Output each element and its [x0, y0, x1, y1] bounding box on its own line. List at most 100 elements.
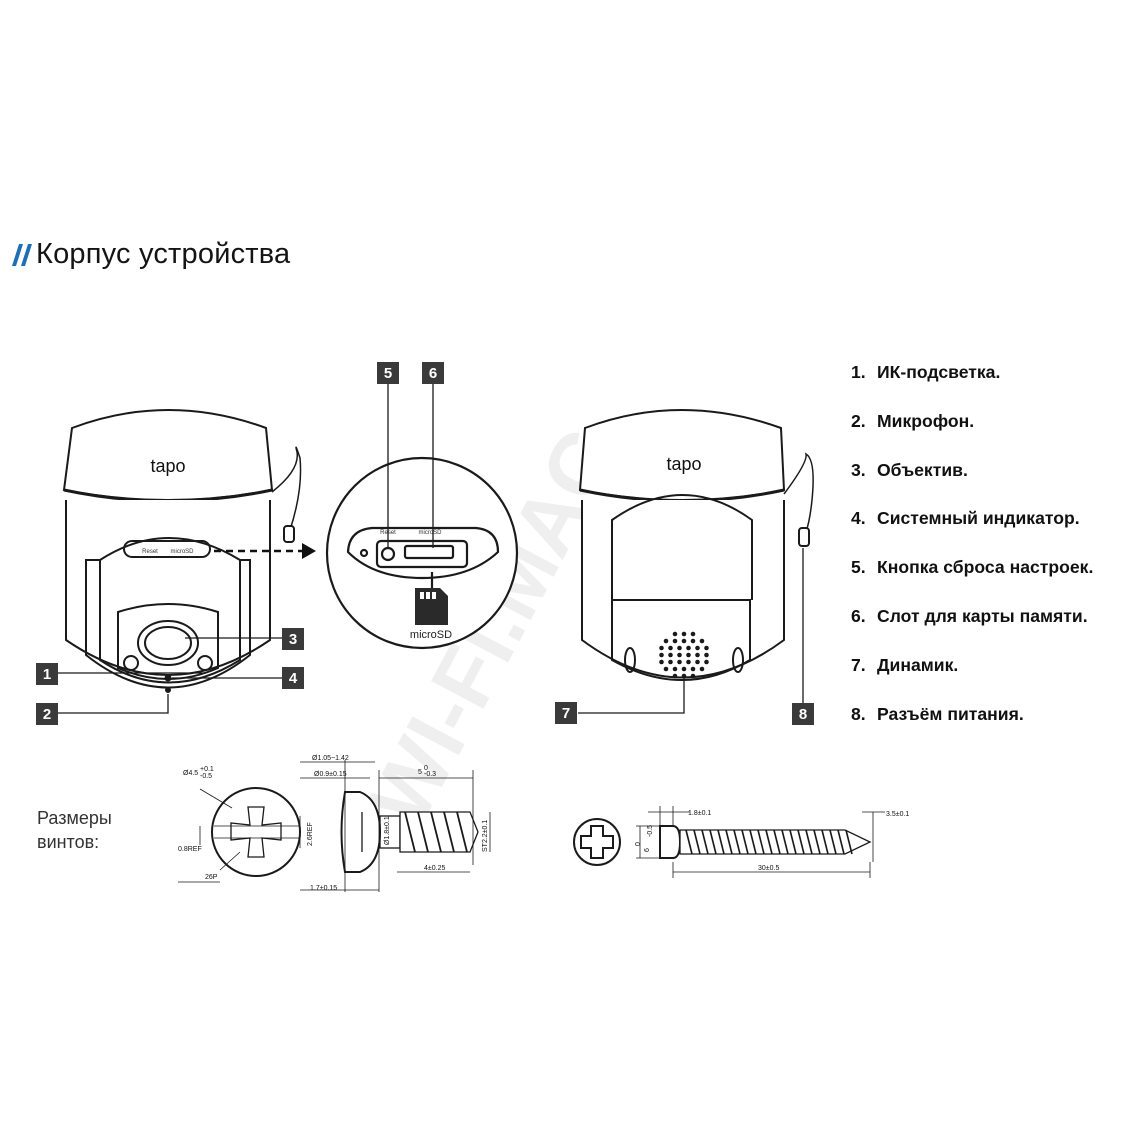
legend-item-mic: 2.Микрофон.: [851, 410, 975, 431]
thread-line: [829, 829, 837, 855]
dim-shank-d: Ø1.8±0.1: [384, 816, 391, 845]
page-title-text: Корпус устройства: [36, 238, 291, 270]
legend-item-power: 8.Разъём питания.: [851, 703, 1024, 724]
speaker-hole: [677, 652, 682, 658]
legend-item-reset: 5.Кнопка сброса настроек.: [851, 557, 1094, 578]
svg-text:3: 3: [289, 631, 297, 648]
back-logo: tapo: [666, 454, 701, 474]
screw-sizes-label: Размеры винтов:: [37, 808, 112, 852]
speaker-hole: [663, 638, 669, 644]
speaker-hole: [695, 659, 700, 665]
legend-item-sd-slot: 6.Слот для карты памяти.: [851, 605, 1088, 626]
thread-line: [837, 829, 845, 855]
zoom-arrow-head: [302, 543, 316, 559]
title-slash-icon: [12, 243, 32, 266]
speaker-hole: [659, 659, 664, 665]
svg-text:4: 4: [289, 670, 298, 687]
callout-box-1: 1: [36, 663, 58, 685]
legend-item-led: 4.Системный индикатор.: [851, 508, 1080, 529]
thread-line: [717, 829, 725, 855]
speaker-hole: [699, 666, 705, 672]
speaker-hole: [659, 645, 664, 651]
thread-line: [821, 829, 829, 855]
page-title: Корпус устройства: [12, 238, 290, 271]
legend-item-speaker: 7.Динамик.: [851, 654, 959, 675]
thread-line: [781, 829, 789, 855]
speaker-hole: [672, 631, 678, 637]
callout-box-7: 7: [555, 702, 577, 724]
legend-item-lens: 3.Объектив.: [851, 459, 968, 480]
svg-text:5: 5: [384, 365, 392, 382]
slot-zoom-view: [325, 456, 519, 650]
dim-cross-height: 2.6REF: [307, 822, 314, 846]
speaker-hole: [695, 652, 700, 658]
thread-line: [845, 829, 853, 855]
front-slot-sd-label: microSD: [170, 549, 194, 555]
speaker-hole: [668, 659, 673, 665]
legend-list: 1.ИК-подсветка. 2.Микрофон. 3.Объектив. …: [851, 362, 1093, 752]
thread-line: [741, 829, 749, 855]
callout-box-6: 6: [422, 362, 444, 384]
svg-text:6: 6: [429, 365, 437, 382]
svg-text:7: 7: [562, 705, 570, 722]
callout-box-2: 2: [36, 703, 58, 725]
dim-slot-width: 0.8REF: [178, 846, 202, 853]
front-camera: [62, 409, 302, 693]
zoom-sd-label: microSD: [418, 530, 442, 536]
thread-line: [765, 829, 773, 855]
front-logo: tapo: [150, 456, 185, 476]
speaker-hole: [668, 652, 673, 658]
dim-head-height: 1.7±0.15: [310, 885, 337, 892]
dim-thread-d: ST2.2±0.1: [482, 820, 489, 852]
speaker-hole: [690, 673, 696, 679]
speaker-hole: [690, 638, 696, 644]
callout-box-8: 8: [792, 703, 814, 725]
speaker-grille: [659, 631, 709, 679]
dim-thread-pitch-len: 4±0.25: [424, 865, 445, 872]
svg-text:2: 2: [43, 706, 51, 723]
speaker-hole: [681, 631, 687, 637]
speaker-hole: [681, 666, 687, 672]
dim-large-thread-d: 3.5±0.1: [886, 811, 909, 818]
speaker-hole: [672, 673, 678, 679]
small-screw-side-view: [300, 760, 491, 892]
speaker-hole: [699, 638, 705, 644]
speaker-hole: [681, 638, 687, 644]
thread-line: [797, 829, 805, 855]
thread-line: [693, 829, 701, 855]
svg-text:8: 8: [799, 706, 807, 723]
thread-line: [733, 829, 741, 855]
dim-thread-len: 5: [418, 769, 422, 776]
speaker-hole: [704, 645, 709, 651]
thread-line: [725, 829, 733, 855]
svg-text:1: 1: [43, 666, 51, 683]
front-slot-label: Reset: [142, 549, 158, 555]
speaker-hole: [672, 638, 678, 644]
speaker-hole: [681, 673, 687, 679]
speaker-hole: [686, 652, 691, 658]
large-screw-side-view: [636, 806, 885, 878]
callout-box-4: 4: [282, 667, 304, 689]
back-camera: [578, 409, 814, 681]
speaker-hole: [659, 652, 664, 658]
speaker-hole: [672, 666, 678, 672]
callout-box-3: 3: [282, 628, 304, 650]
large-screw-head-view: [573, 818, 621, 866]
thread-line: [789, 829, 797, 855]
speaker-hole: [677, 659, 682, 665]
speaker-hole: [686, 659, 691, 665]
dim-thread-tol-bottom: -0.3: [424, 771, 436, 778]
legend-item-ir: 1.ИК-подсветка.: [851, 362, 1001, 382]
speaker-hole: [695, 645, 700, 651]
dim-total-len: Ø1.05~1.42: [312, 755, 349, 762]
dim-neck-d: Ø0.9±0.15: [314, 771, 347, 778]
dim-large-head-tol-top: 0: [635, 842, 642, 846]
thread-line: [757, 829, 765, 855]
dim-head-d-tol-bottom: -0.5: [200, 773, 212, 780]
dim-large-head-tol-bottom: -0.5: [647, 825, 654, 837]
speaker-hole: [677, 645, 682, 651]
dim-angle: 26P: [205, 874, 218, 881]
dim-large-shank: 1.8±0.1: [688, 810, 711, 817]
dim-large-head-d: 6: [644, 848, 651, 852]
speaker-hole: [663, 666, 669, 672]
